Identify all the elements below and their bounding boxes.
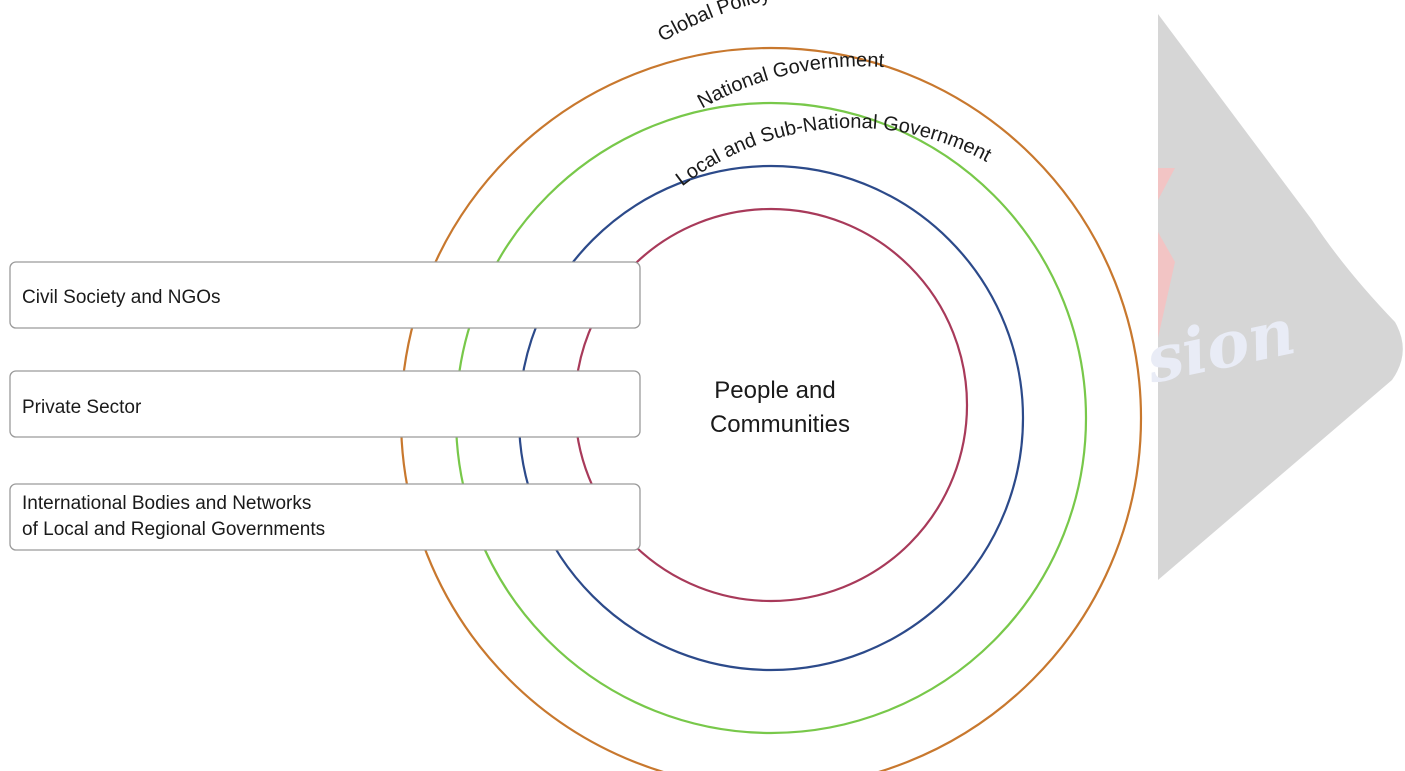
stakeholder-label-private-sector: Private Sector	[22, 397, 142, 418]
stakeholder-label-international-line1: International Bodies and Networks	[22, 493, 311, 514]
watermark-logo: sion	[1139, 14, 1403, 580]
ring-label-global: Global Policy-Making	[654, 0, 841, 46]
stakeholder-box-private-sector	[9, 370, 641, 438]
center-label-line2: Communities	[710, 411, 850, 438]
stakeholder-label-civil-society: Civil Society and NGOs	[22, 287, 221, 308]
center-label-line1: People and	[714, 377, 835, 404]
stakeholder-label-international-line2: of Local and Regional Governments	[22, 519, 325, 540]
stakeholder-box-international	[9, 483, 641, 551]
ring-label-local: Local and Sub-National Government	[672, 111, 995, 191]
stakeholder-box-civil-society	[9, 261, 641, 329]
